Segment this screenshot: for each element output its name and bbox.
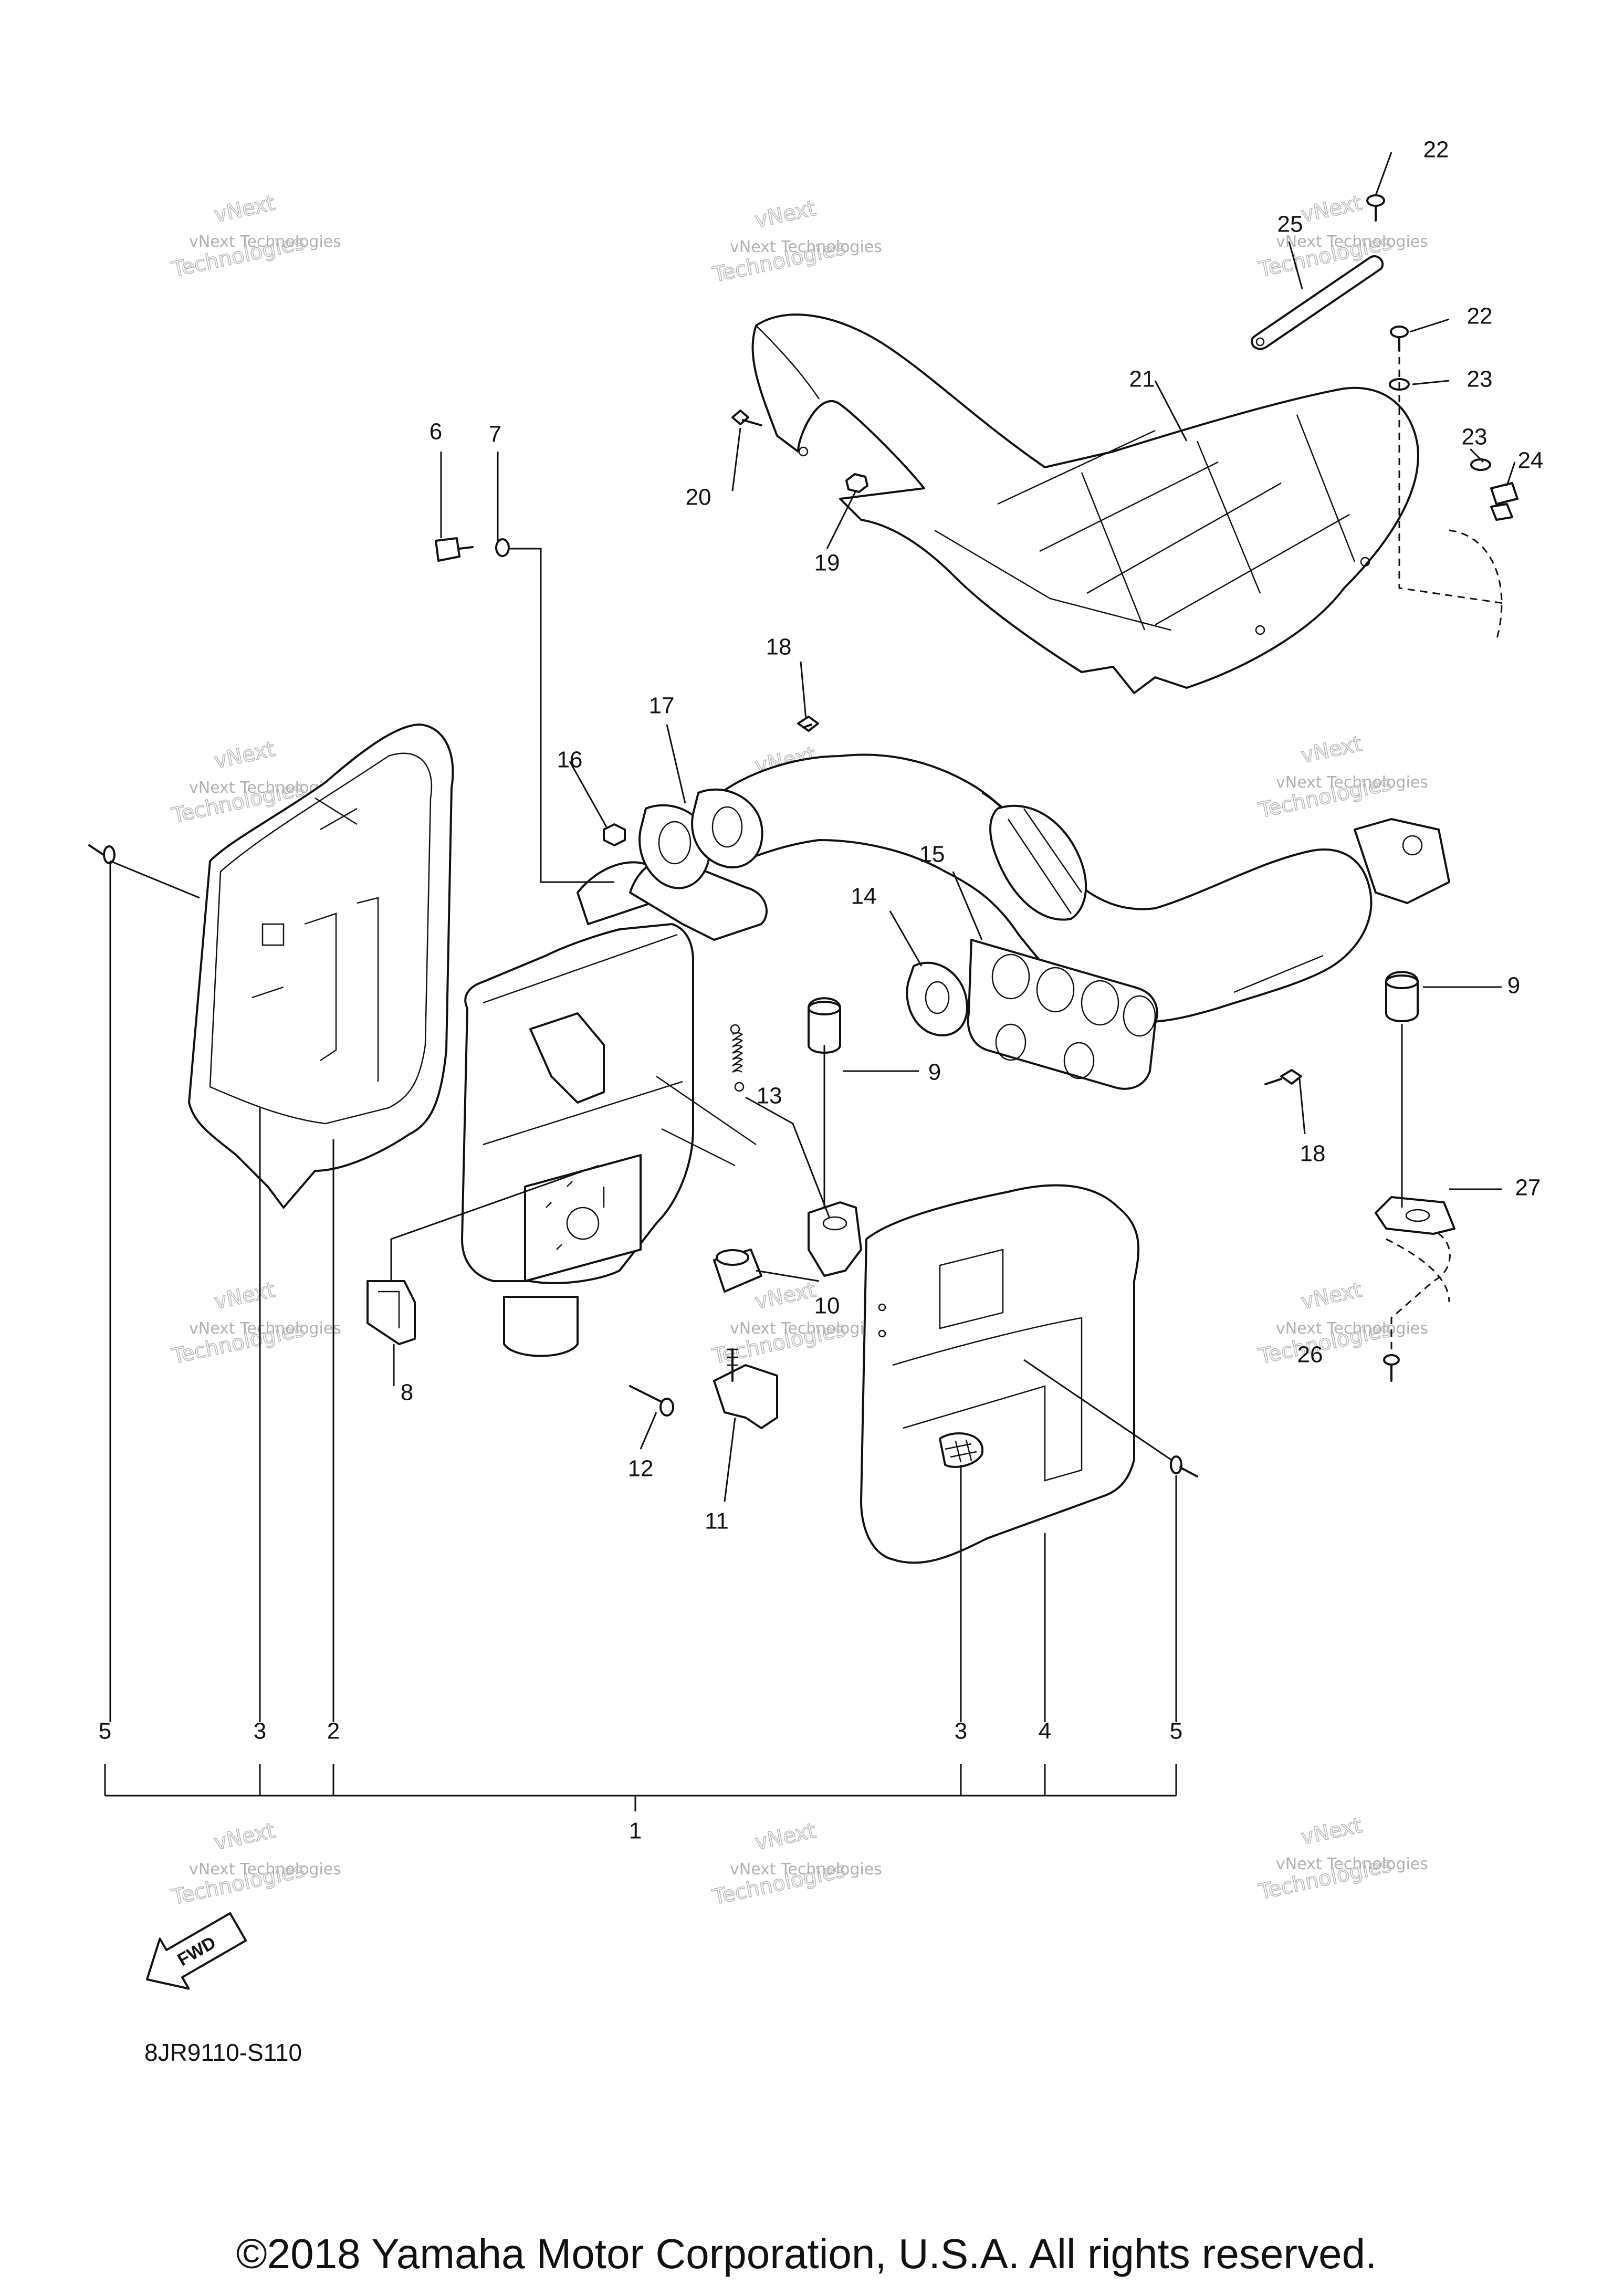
- callout-10: 10: [814, 1293, 840, 1319]
- callout-13: 13: [757, 1083, 782, 1109]
- callout-3: 3: [254, 1718, 266, 1744]
- part-24-clip: [1490, 482, 1518, 505]
- watermark-text: vNext Technologies: [1276, 233, 1428, 251]
- callout-5: 5: [1170, 1718, 1182, 1744]
- watermark-text: vNext Technologies: [189, 233, 341, 251]
- leader-lines: [104, 152, 1516, 1811]
- part-9-grommet-b: [1385, 971, 1419, 1022]
- part-22-bolt-b: [1390, 326, 1409, 352]
- callout-22: 22: [1423, 137, 1449, 163]
- watermark-text: vNext Technologies: [189, 1319, 341, 1338]
- callout-24: 24: [1518, 448, 1544, 474]
- part-13-spring: [730, 1024, 745, 1092]
- part-7-gasket: [495, 538, 510, 557]
- part-12-bolt: [629, 1385, 674, 1417]
- callout-8: 8: [401, 1380, 413, 1406]
- callout-12: 12: [628, 1456, 654, 1482]
- callout-23: 23: [1462, 424, 1488, 450]
- callout-labels: 22 25 22 23 23 24 21 20 19 6 7 18 17 16 …: [99, 137, 1544, 1844]
- watermark-text: vNext Technologies: [1276, 773, 1428, 792]
- watermark-text: vNext Technologies: [1276, 1855, 1428, 1873]
- part-4-right-cover: [860, 1184, 1140, 1564]
- callout-23: 23: [1467, 366, 1493, 392]
- callout-14: 14: [851, 884, 877, 909]
- part-18-bolt-a: [797, 716, 819, 732]
- part-24-nut: [1490, 503, 1513, 521]
- part-23-washer-b: [1470, 458, 1491, 471]
- part-10-damper: [713, 1249, 762, 1293]
- copyright-notice: ©2018 Yamaha Motor Corporation, U.S.A. A…: [236, 2230, 1377, 2277]
- part-2-left-cover: [188, 724, 454, 1209]
- callout-2: 2: [327, 1718, 340, 1744]
- callout-3: 3: [955, 1718, 967, 1744]
- callout-11: 11: [705, 1508, 729, 1534]
- callout-17: 17: [649, 693, 675, 719]
- callout-4: 4: [1039, 1718, 1051, 1744]
- callout-7: 7: [489, 422, 501, 447]
- callout-9: 9: [1507, 973, 1520, 999]
- part-27-bracket: [1375, 1196, 1455, 1235]
- part-26-bolt: [1383, 1354, 1400, 1382]
- callout-26: 26: [1297, 1342, 1323, 1368]
- part-25-stay: [1251, 255, 1384, 350]
- callout-16: 16: [557, 747, 583, 773]
- callout-1: 1: [629, 1818, 642, 1844]
- watermark-text: vNext Technologies: [189, 1860, 341, 1879]
- part-5-rivet-right: [1170, 1455, 1198, 1477]
- figure-code: 8JR9110-S110: [144, 2039, 302, 2066]
- callout-9: 9: [928, 1060, 941, 1085]
- part-5-rivet-left: [88, 844, 116, 864]
- part-9-grommet-a: [808, 997, 841, 1054]
- part-14-gasket: [906, 961, 968, 1036]
- part-19-nut: [845, 473, 868, 493]
- part-8-clip: [366, 1280, 416, 1345]
- callout-18: 18: [1300, 1141, 1326, 1167]
- part-18-bolt-b: [1264, 1069, 1302, 1085]
- callout-27: 27: [1515, 1175, 1541, 1201]
- callout-6: 6: [430, 419, 442, 445]
- callout-22: 22: [1467, 303, 1493, 329]
- watermark-text: vNext Technologies: [1276, 1319, 1428, 1338]
- callout-20: 20: [686, 485, 711, 510]
- part-6-plug: [435, 537, 474, 562]
- part-17-flange: [691, 788, 763, 868]
- callout-15: 15: [919, 842, 945, 867]
- part-21-protector-cover: [751, 313, 1419, 694]
- watermark-text: vNext Technologies: [730, 1319, 882, 1338]
- callout-5: 5: [99, 1718, 111, 1744]
- part-15-manifold-gasket: [967, 939, 1158, 1090]
- part-20-bolt: [731, 410, 762, 426]
- watermark-text: vNext Technologies: [730, 1860, 882, 1879]
- callout-18: 18: [766, 634, 792, 660]
- watermark-text: vNext Technologies: [730, 238, 882, 256]
- exhaust-pipe: [713, 753, 1450, 1023]
- callout-25: 25: [1277, 212, 1303, 237]
- mount-bracket: [808, 1201, 862, 1277]
- part-16-nut: [603, 823, 626, 846]
- callout-21: 21: [1129, 366, 1155, 392]
- callout-19: 19: [814, 550, 840, 576]
- part-11-bracket: [713, 1348, 778, 1429]
